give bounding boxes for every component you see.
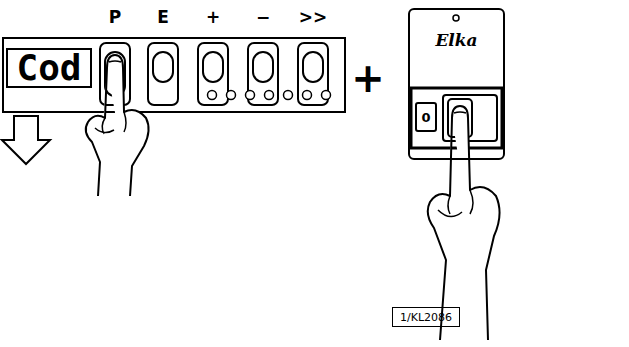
led	[284, 91, 293, 100]
button-label: P	[109, 9, 121, 26]
button-label: E	[157, 9, 169, 26]
button-label: −	[256, 9, 270, 26]
button-plus	[198, 43, 228, 105]
led	[227, 91, 236, 100]
button-next-key	[303, 52, 323, 82]
hand-left-detail	[95, 61, 126, 134]
led	[322, 91, 331, 100]
led	[265, 91, 274, 100]
remote-key-off: 0	[415, 102, 437, 132]
hand-right-detail	[438, 112, 473, 217]
led	[303, 91, 312, 100]
button-plus-key	[203, 52, 223, 82]
brand-logo: Elka	[435, 32, 477, 49]
led-row	[208, 91, 331, 100]
panel-housing	[3, 38, 345, 112]
button-e	[148, 43, 178, 105]
hand-left	[86, 55, 149, 196]
node-text: Cod	[16, 50, 81, 86]
hand-right	[428, 106, 500, 340]
figure-code: 1/KL2086	[392, 307, 460, 327]
node-text: 0	[421, 111, 430, 124]
remote-control: Elka 0	[408, 8, 505, 160]
led	[208, 91, 217, 100]
plus-sign: +	[351, 58, 385, 98]
node-text: 1/KL2086	[400, 312, 452, 323]
down-arrow	[2, 116, 50, 164]
button-e-key	[153, 52, 173, 82]
remote-hole	[453, 15, 459, 21]
button-label: +	[206, 9, 220, 26]
led	[246, 91, 255, 100]
button-label: >>	[299, 9, 328, 26]
display-box: Cod	[6, 48, 92, 88]
button-minus-key	[253, 52, 273, 82]
